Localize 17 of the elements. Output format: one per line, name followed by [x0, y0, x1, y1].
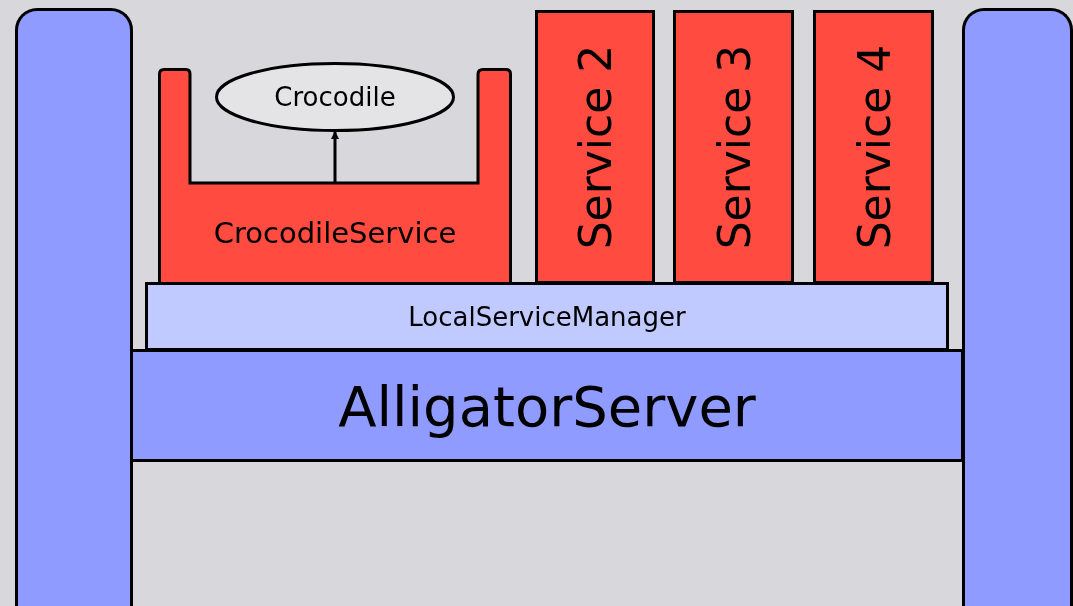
layer-band [130, 349, 964, 462]
service-block [813, 10, 934, 284]
service-block [673, 10, 794, 284]
service-block [158, 68, 512, 284]
node-label: AlligatorServer [338, 373, 756, 438]
pillar-bar [15, 8, 133, 606]
service-block [535, 10, 655, 284]
node-label: Service 2 [569, 44, 621, 250]
arrow [331, 131, 339, 183]
node-label: LocalServiceManager [408, 301, 686, 332]
node-label: Service 3 [708, 44, 759, 250]
pillar-bar [962, 8, 1073, 606]
node-label: CrocodileService [213, 216, 457, 250]
ellipse-node [215, 62, 455, 132]
layer-band [145, 282, 949, 351]
node-label: Crocodile [274, 82, 396, 112]
node-label: Service 4 [848, 44, 899, 250]
